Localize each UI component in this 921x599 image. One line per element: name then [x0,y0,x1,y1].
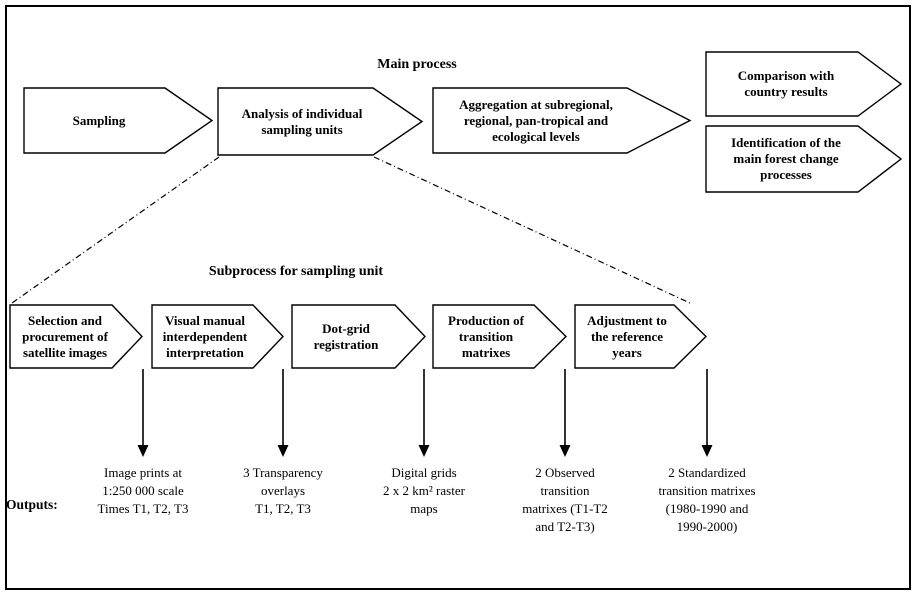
main-process-title: Main process [377,56,457,72]
sub-box-adjustment-shape [574,304,707,369]
output-arrowhead-2 [277,445,289,457]
main-box-sampling-label: Sampling [72,112,126,128]
main-box-aggregation-shape [432,87,692,154]
main-box-aggregation-label: Aggregation at subregional, regional, pa… [459,96,613,144]
sub-box-dotgrid-label: Dot-grid registration [313,320,379,352]
main-box-comparison-shape [705,51,903,117]
dashed-connector-left [11,156,220,304]
sub-box-selection-label: Selection and procurement of satellite i… [22,312,108,360]
output-item-image-prints: Image prints at 1:250 000 scale Times T1… [97,465,189,516]
output-item-standardized-matrixes: 2 Standardized transition matrixes (1980… [658,465,756,534]
output-arrowhead-4 [559,445,571,457]
sub-box-adjustment-label: Adjustment to the reference years [587,312,667,360]
sub-box-visual-shape [151,304,284,369]
output-arrowhead-3 [418,445,430,457]
outputs-label: Outputs: [6,497,58,512]
main-box-analysis-shape [217,87,424,156]
sub-box-visual-label: Visual manual interdependent interpretat… [162,312,248,360]
output-item-observed-matrixes: 2 Observed transition matrixes (T1-T2 an… [522,465,608,534]
output-arrowhead-1 [137,445,149,457]
output-item-transparency-overlays: 3 Transparency overlays T1, T2, T3 [243,465,323,516]
diagram-border [5,5,911,590]
sub-box-production-label: Production of transition matrixes [448,312,524,360]
main-box-sampling-shape [23,87,214,154]
sub-box-production-shape [432,304,567,369]
sub-box-dotgrid-shape [291,304,426,369]
dashed-connector-right [373,156,693,305]
output-item-digital-grids: Digital grids 2 x 2 km² raster maps [383,465,465,516]
main-box-identification-label: Identification of the main forest change… [731,135,841,182]
subprocess-title: Subprocess for sampling unit [208,263,384,279]
main-box-identification-shape [705,125,903,193]
main-box-comparison-label: Comparison with country results [737,68,835,99]
sub-box-selection-shape [9,304,143,369]
output-arrowhead-5 [701,445,713,457]
main-box-analysis-label: Analysis of individual sampling units [241,105,363,137]
